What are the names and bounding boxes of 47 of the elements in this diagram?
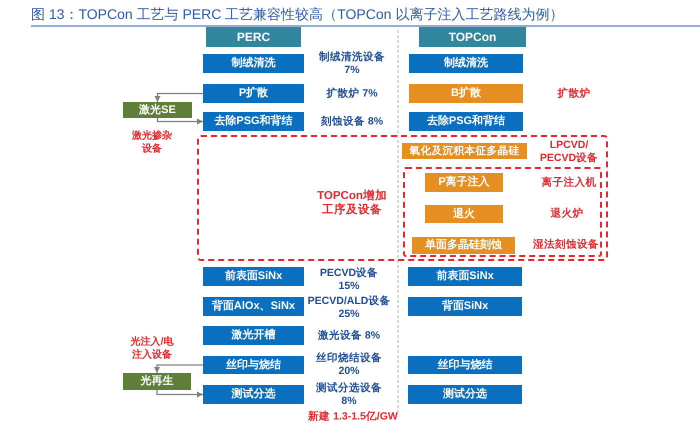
process-box: 去除PSG和背结 xyxy=(203,112,304,131)
equipment-share-label: 制绒清洗设备 7% xyxy=(319,51,385,77)
equipment-label: 光注入/电注入设备 xyxy=(129,336,174,362)
process-box: 去除PSG和背结 xyxy=(409,112,523,131)
process-box: 背面AlOx、SiNx xyxy=(203,297,304,316)
process-box: 前表面SiNx xyxy=(408,267,522,286)
column-header: PERC xyxy=(206,27,301,47)
process-box: 光再生 xyxy=(123,373,191,390)
process-box: 氧化及沉积本征多晶硅 xyxy=(402,143,527,159)
process-box: 丝印与烧结 xyxy=(203,356,304,374)
process-box: B扩散 xyxy=(409,84,523,103)
process-box: 背面SiNx xyxy=(408,297,522,316)
equipment-label: 湿法刻蚀设备 xyxy=(533,238,599,252)
equipment-label: LPCVD/PECVD设备 xyxy=(538,139,600,165)
process-box: 测试分选 xyxy=(203,385,304,404)
equipment-label: 退火炉 xyxy=(550,208,584,220)
process-box: P离子注入 xyxy=(425,173,503,192)
process-box: 前表面SiNx xyxy=(203,267,304,286)
process-box: P扩散 xyxy=(203,84,304,103)
equipment-label: 激光掺杂设备 xyxy=(131,130,173,156)
dashed-group-box xyxy=(403,167,602,257)
equipment-label: 扩散炉 xyxy=(558,88,590,100)
figure-title: 图 13：TOPCon 工艺与 PERC 工艺兼容性较高（TOPCon 以离子注入工艺路线为例） xyxy=(31,6,564,22)
equipment-share-label: PECVD/ALD设备 25% xyxy=(306,295,392,321)
equipment-share-label: PECVD设备 15% xyxy=(320,267,378,293)
equipment-share-label: 刻蚀设备 8% xyxy=(320,116,384,128)
investment-note: 新建 1.3-1.5亿/GW xyxy=(308,410,398,423)
process-box: 退火 xyxy=(425,205,503,223)
connector-arrow xyxy=(156,118,203,124)
process-box: 测试分选 xyxy=(408,385,522,404)
equipment-share-label: 扩散炉 7% xyxy=(326,88,378,100)
equipment-share-label: 激光设备 8% xyxy=(318,330,380,342)
process-box: 单面多晶硅刻蚀 xyxy=(412,237,515,254)
dashed-group-box xyxy=(197,135,608,261)
equipment-share-label: 测试分选设备 8% xyxy=(316,382,382,408)
process-box: 丝印与烧结 xyxy=(408,356,522,374)
connector-arrow xyxy=(154,92,203,102)
connector-arrow xyxy=(154,364,203,373)
process-box: 制绒清洗 xyxy=(409,54,523,73)
column-header: TOPCon xyxy=(419,27,526,47)
process-box: 激光SE xyxy=(123,102,192,118)
connector-arrow xyxy=(156,390,203,398)
equipment-share-label: 丝印烧结设备 20% xyxy=(316,352,382,378)
equipment-label: 离子注入机 xyxy=(542,176,596,190)
process-box: 制绒清洗 xyxy=(203,54,304,73)
section-label: TOPCon增加工序及设备 xyxy=(316,189,388,217)
process-box: 激光开槽 xyxy=(203,326,304,345)
